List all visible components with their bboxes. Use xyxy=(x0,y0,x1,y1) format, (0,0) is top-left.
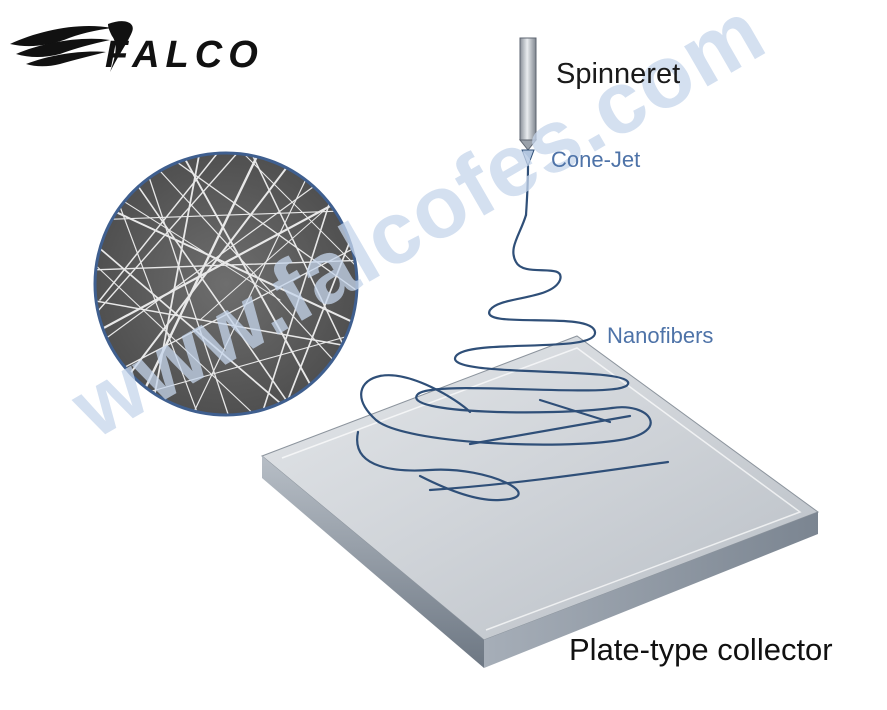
fiber-deposit-long xyxy=(356,430,520,502)
fiber-loop-lower xyxy=(360,374,652,446)
logo-text: FALCO xyxy=(105,34,264,76)
straight-jet xyxy=(524,164,530,217)
label-plate-collector: Plate-type collector xyxy=(569,632,833,667)
plate-front-edge xyxy=(262,456,484,668)
plate-collector xyxy=(261,335,820,668)
label-cone-jet: Cone-Jet xyxy=(551,147,641,172)
plate-right-edge xyxy=(484,512,818,668)
fiber-jet xyxy=(356,164,670,502)
plate-rim-highlight xyxy=(281,347,802,631)
falco-logo: FALCO xyxy=(10,26,280,86)
spinneret-needle xyxy=(518,37,538,168)
plate-top-surface xyxy=(261,335,820,641)
needle-tip xyxy=(518,139,538,151)
whipping-spiral xyxy=(415,213,630,414)
label-spinneret: Spinneret xyxy=(556,58,681,90)
fiber-deposit-c xyxy=(538,398,612,424)
fiber-deposit-b xyxy=(428,460,670,492)
taylor-cone xyxy=(521,149,535,168)
label-nanofibers: Nanofibers xyxy=(607,323,714,348)
swoosh-logo-icon xyxy=(10,21,133,72)
sem-micrograph xyxy=(93,151,359,417)
